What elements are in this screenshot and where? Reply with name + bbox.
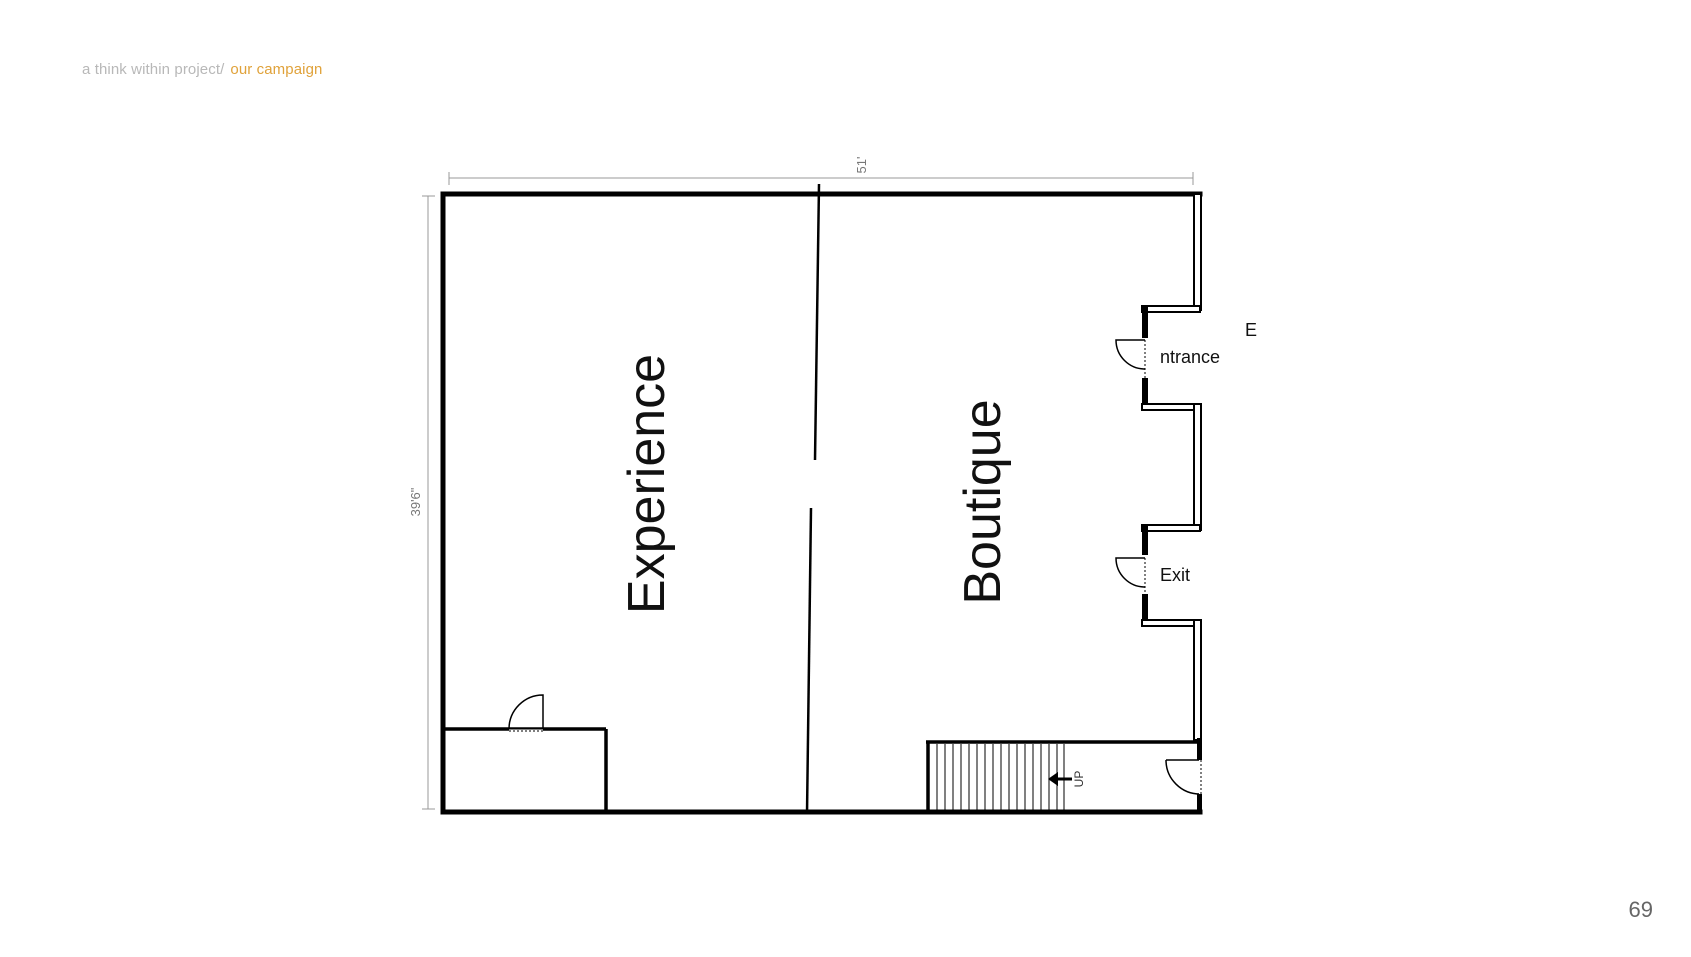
exit-door [1115, 557, 1146, 594]
stair-area-door [1165, 759, 1203, 795]
breadcrumb: a think within project/our campaign [82, 61, 322, 78]
room-label-boutique: Boutique [954, 399, 1012, 604]
room-label-experience: Experience [618, 354, 676, 614]
width-dimension: 51' [448, 157, 1194, 185]
breadcrumb-project: a think within project/ [82, 61, 225, 78]
height-dimension: 39'6" [408, 195, 435, 810]
entrance-label: ntrance [1160, 347, 1220, 367]
right-wall [1141, 193, 1202, 814]
entrance-label-e: E [1245, 320, 1257, 340]
stairs-up-arrow-icon [1048, 772, 1072, 786]
divider-wall [805, 183, 821, 815]
outer-walls [440, 191, 1203, 815]
stairs-up-label: UP [1072, 771, 1086, 788]
width-dimension-label: 51' [854, 157, 869, 174]
breadcrumb-current-section: our campaign [230, 61, 323, 78]
staircase: UP [926, 740, 1200, 812]
height-dimension-label: 39'6" [408, 487, 423, 516]
exit-label: Exit [1160, 565, 1190, 585]
storage-room [443, 694, 608, 812]
entrance-door [1115, 339, 1146, 378]
page-number: 69 [1628, 897, 1653, 922]
